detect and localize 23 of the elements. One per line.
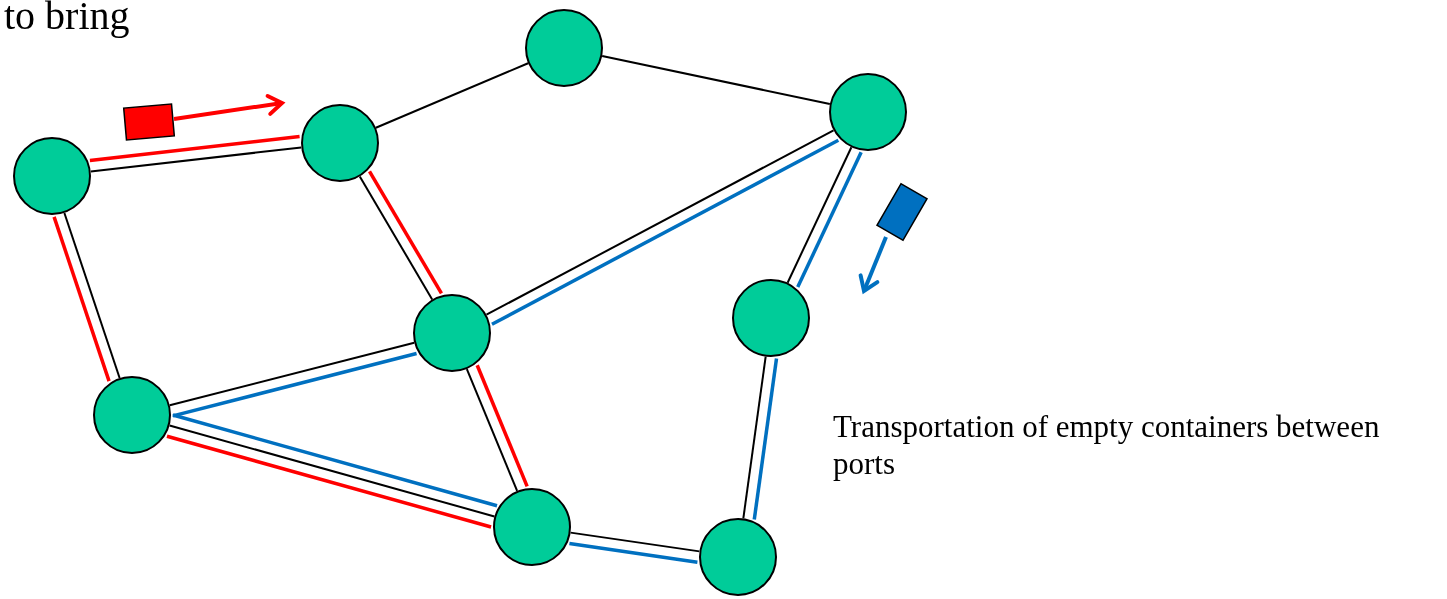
connector-line (465, 368, 519, 492)
connector-line (63, 212, 121, 379)
connector-line (89, 146, 303, 173)
route-line (475, 364, 529, 488)
route-line (752, 358, 779, 520)
connector-line (569, 531, 701, 553)
route-line (89, 134, 300, 163)
connector-line (742, 355, 767, 520)
note-text: Transportation of empty containers between ports (833, 408, 1381, 483)
route-line (166, 434, 492, 529)
route-line (569, 541, 698, 564)
connector-line (358, 175, 434, 301)
route-line (368, 170, 443, 295)
connector-line (168, 424, 496, 518)
connector-line (786, 146, 853, 284)
route-line (796, 151, 863, 288)
port-circle (413, 294, 491, 372)
heading-text: to bring (4, 0, 131, 40)
connector-line (374, 62, 530, 129)
connector-line (601, 55, 831, 105)
route-line (172, 413, 498, 508)
connector-line (168, 341, 416, 407)
route-line (172, 351, 417, 418)
